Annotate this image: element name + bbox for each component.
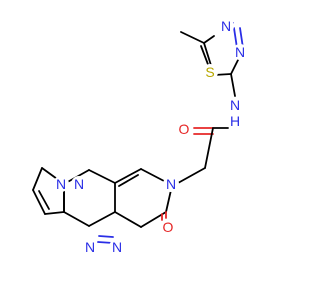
bond-pyridinone-2 xyxy=(114,168,142,184)
bond-triazine-5 xyxy=(88,211,116,227)
amide-n-label: N xyxy=(230,97,240,113)
ring-o-label: O xyxy=(163,219,174,235)
bond-thiadiazole-1 xyxy=(203,35,215,44)
atom-label-layer: N N S N H O N O N N N N xyxy=(53,18,248,255)
amide-h-label: H xyxy=(230,113,240,129)
bond-pyridinone-1 xyxy=(140,168,165,182)
pyridinone-n-label: N xyxy=(166,176,176,192)
thiadiazole-n-label-b: N xyxy=(235,44,245,60)
bond-pyridinone-4 xyxy=(114,211,142,228)
bond-pyrazole-4 xyxy=(44,211,65,215)
thiadiazole-n-label-a: N xyxy=(221,18,231,34)
triazine-n-label-b: N xyxy=(112,239,122,255)
thiadiazole-s-label: S xyxy=(205,64,214,80)
triazine-n-label-a: N xyxy=(85,239,95,255)
bond-triazine-nn-1 xyxy=(98,235,114,238)
bond-pyrazole-3b xyxy=(38,190,50,210)
bond-triazine-4 xyxy=(63,211,90,227)
bond-layer xyxy=(32,22,244,244)
bond-pyrazole-2 xyxy=(32,167,43,191)
pyrazole-n-label-b: N xyxy=(56,176,66,192)
chemical-structure-diagram: N N S N H O N O N N N N xyxy=(32,18,248,255)
bond-thiadiazole-6b xyxy=(200,45,210,68)
bond-thiadiazole-amide xyxy=(230,73,236,97)
pyrazole-n-label-a: N xyxy=(74,176,84,192)
bond-triazine-1 xyxy=(88,169,116,184)
bond-pyridinone-2b xyxy=(118,174,139,187)
bond-thiadiazole-3 xyxy=(233,27,238,49)
bond-pyridinone-6 xyxy=(165,189,172,213)
bond-methyl xyxy=(180,31,205,44)
bond-carbonyl-ch2 xyxy=(204,127,214,169)
bond-ch2-pyridinone xyxy=(177,167,206,184)
bond-pyrazole-3 xyxy=(32,189,46,215)
amide-o-label: O xyxy=(179,121,190,137)
